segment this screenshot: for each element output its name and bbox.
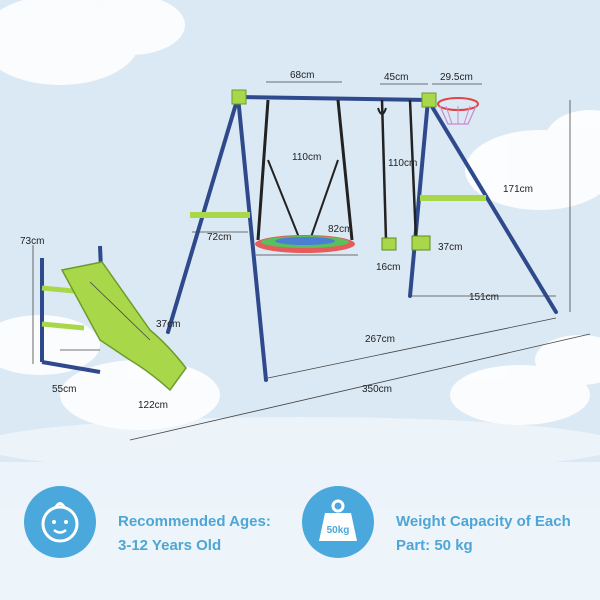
ages-value: 3-12 Years Old <box>118 537 222 554</box>
dim-side-depth: 151cm <box>469 292 499 303</box>
basketball-hoop <box>437 97 479 125</box>
dim-frame-height: 171cm <box>503 184 533 195</box>
dim-seat-width: 37cm <box>438 242 462 253</box>
dim-frame-width: 267cm <box>365 334 395 345</box>
slide <box>40 245 187 392</box>
frame-connectors <box>190 89 486 218</box>
dim-handle-width: 16cm <box>376 262 400 273</box>
dim-swing-span: 68cm <box>290 70 314 81</box>
dim-hoop-width: 29.5cm <box>440 72 473 83</box>
weight-info: Weight Capacity of Each Part: 50 kg <box>396 510 571 558</box>
weight-value: Part: 50 kg <box>396 537 473 554</box>
dim-trapeze-rope: 110cm <box>388 158 417 169</box>
baby-face-icon <box>41 502 79 543</box>
dim-trapeze-span: 45cm <box>384 72 408 83</box>
dim-saucer-diameter: 82cm <box>328 224 352 235</box>
dim-slide-base: 55cm <box>52 384 76 395</box>
weight-badge: 50kg <box>302 486 374 558</box>
dimension-lines <box>32 81 591 441</box>
dim-ladder-width: 72cm <box>207 232 231 243</box>
dim-slide-height: 73cm <box>20 236 44 247</box>
weight-icon: 50kg <box>319 499 357 541</box>
saucer-swing <box>255 99 355 253</box>
weight-title: Weight Capacity of Each <box>396 513 571 530</box>
ages-badge <box>24 486 96 558</box>
ages-info: Recommended Ages: 3-12 Years Old <box>118 510 271 558</box>
weight-icon-label: 50kg <box>327 525 350 536</box>
dim-total-width: 350cm <box>362 384 392 395</box>
dim-saucer-rope: 110cm <box>292 152 321 163</box>
trapeze-swing <box>377 99 431 251</box>
ages-title: Recommended Ages: <box>118 513 271 530</box>
dim-slide-length: 122cm <box>138 400 168 411</box>
dim-slide-width: 37cm <box>156 319 180 330</box>
